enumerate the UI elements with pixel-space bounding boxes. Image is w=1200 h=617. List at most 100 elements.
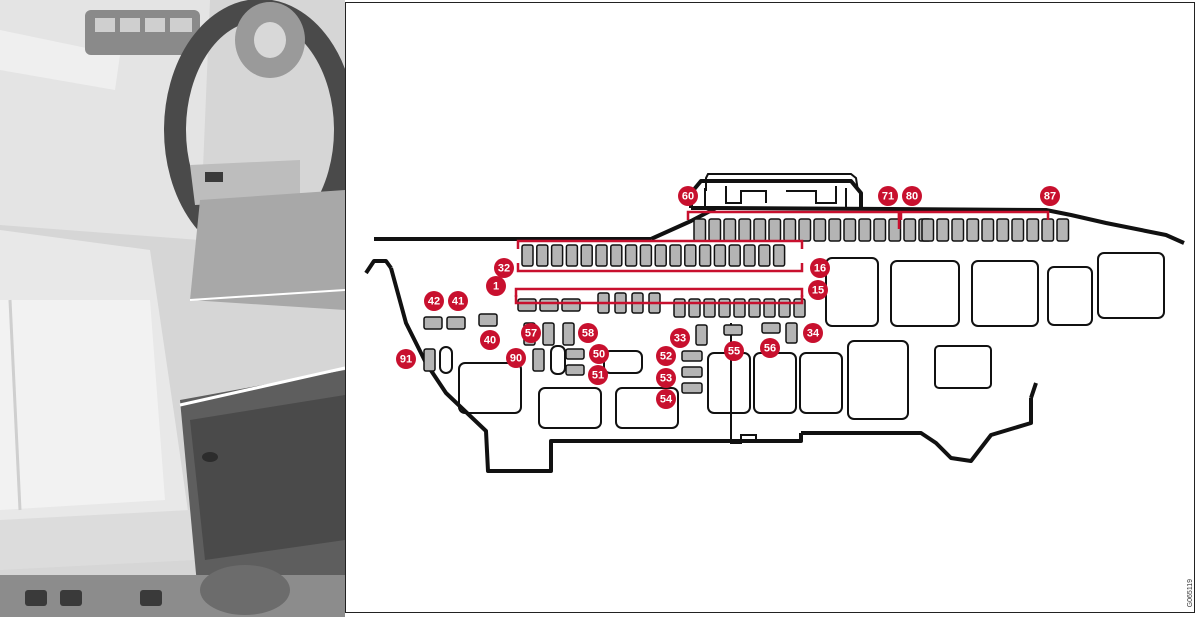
callout-label: 53 [660, 373, 672, 385]
callout-label: 80 [906, 191, 918, 203]
callout-90: 90 [506, 348, 526, 368]
fuse [753, 218, 767, 242]
callout-52: 52 [656, 346, 676, 366]
callout-87: 87 [1040, 186, 1060, 206]
fuse [565, 348, 585, 360]
callout-91: 91 [396, 349, 416, 369]
callout-label: 52 [660, 351, 672, 363]
callout-33: 33 [670, 328, 690, 348]
fuse [688, 298, 701, 318]
fuse [921, 218, 935, 242]
fuse [996, 218, 1010, 242]
fuse [654, 244, 667, 267]
callout-16: 16 [810, 258, 830, 278]
fuse [843, 218, 857, 242]
fuse [708, 218, 722, 242]
fuse [565, 364, 585, 376]
callouts: 60 71 80 87 32 16 1 15 42 41 40 57 58 33 34 91 90 50 55 56 5… [396, 186, 1060, 409]
callout-label: 50 [593, 349, 605, 361]
fuse [723, 324, 743, 336]
callout-label: 15 [812, 285, 824, 297]
fuse [703, 298, 716, 318]
fuse [639, 244, 653, 267]
callout-label: 90 [510, 353, 522, 365]
fuse [539, 298, 559, 312]
fuse [748, 298, 761, 318]
callout-56: 56 [760, 338, 780, 358]
callout-bracket [516, 239, 804, 249]
fuse [561, 298, 581, 312]
callout-bracket [514, 287, 804, 297]
fuse [669, 244, 682, 267]
callout-label: 71 [882, 191, 894, 203]
fuse [743, 244, 756, 267]
fuse [873, 218, 887, 242]
fuse [858, 218, 872, 242]
fuse [423, 316, 443, 330]
callout-1: 1 [486, 276, 506, 296]
callout-label: 34 [807, 328, 820, 340]
fuse [681, 350, 703, 362]
fuse [478, 313, 498, 327]
callout-50: 50 [589, 344, 609, 364]
fuse [761, 322, 781, 334]
image-code: G065119 [1187, 578, 1194, 607]
callout-42: 42 [424, 291, 444, 311]
callout-label: 58 [582, 328, 594, 340]
fuse [903, 218, 917, 242]
callout-label: 51 [592, 370, 604, 382]
fuse [1041, 218, 1055, 242]
fuse [610, 244, 623, 267]
callout-60: 60 [678, 186, 698, 206]
callout-bracket [516, 263, 804, 273]
fuse [562, 322, 575, 346]
fuse [951, 218, 965, 242]
fuse [517, 298, 537, 312]
callout-label: 16 [814, 263, 826, 275]
fuse [718, 298, 731, 318]
fuse [728, 244, 741, 267]
fuse [758, 244, 771, 267]
fuse [536, 244, 549, 267]
fuse [565, 244, 579, 267]
callout-label: 42 [428, 296, 440, 308]
callout-label: 33 [674, 333, 686, 345]
fuse [981, 218, 995, 242]
callout-41: 41 [448, 291, 468, 311]
callout-54: 54 [656, 389, 676, 409]
fuse [778, 298, 791, 318]
callout-label: 40 [484, 335, 496, 347]
callout-80: 80 [902, 186, 922, 206]
fuse [763, 298, 776, 318]
callout-label: 55 [728, 346, 740, 358]
fuse [542, 322, 555, 346]
fuse [681, 366, 703, 378]
callout-bracket [514, 295, 804, 305]
fuse [966, 218, 980, 242]
callout-32: 32 [494, 258, 514, 278]
fuse [446, 316, 466, 330]
fuse [783, 218, 797, 242]
fuse [936, 218, 950, 242]
fuse [423, 348, 436, 372]
fuse [532, 348, 545, 372]
callout-bracket [899, 210, 1050, 220]
callout-label: 56 [764, 343, 776, 355]
callout-40: 40 [480, 330, 500, 350]
fuse [695, 324, 708, 346]
fuse [580, 244, 593, 267]
fuse [813, 218, 827, 242]
fuse [1011, 218, 1025, 242]
callout-55: 55 [724, 341, 744, 361]
fuse [713, 244, 727, 267]
fuse [1056, 218, 1070, 242]
fuse [733, 298, 746, 318]
callout-57: 57 [521, 323, 541, 343]
fuse [888, 218, 902, 242]
fuse [1026, 218, 1040, 242]
fuse [693, 218, 707, 242]
fuse-box-outline [364, 179, 1185, 473]
callout-34: 34 [803, 323, 823, 343]
callout-label: 91 [400, 354, 412, 366]
fuse [798, 218, 812, 242]
